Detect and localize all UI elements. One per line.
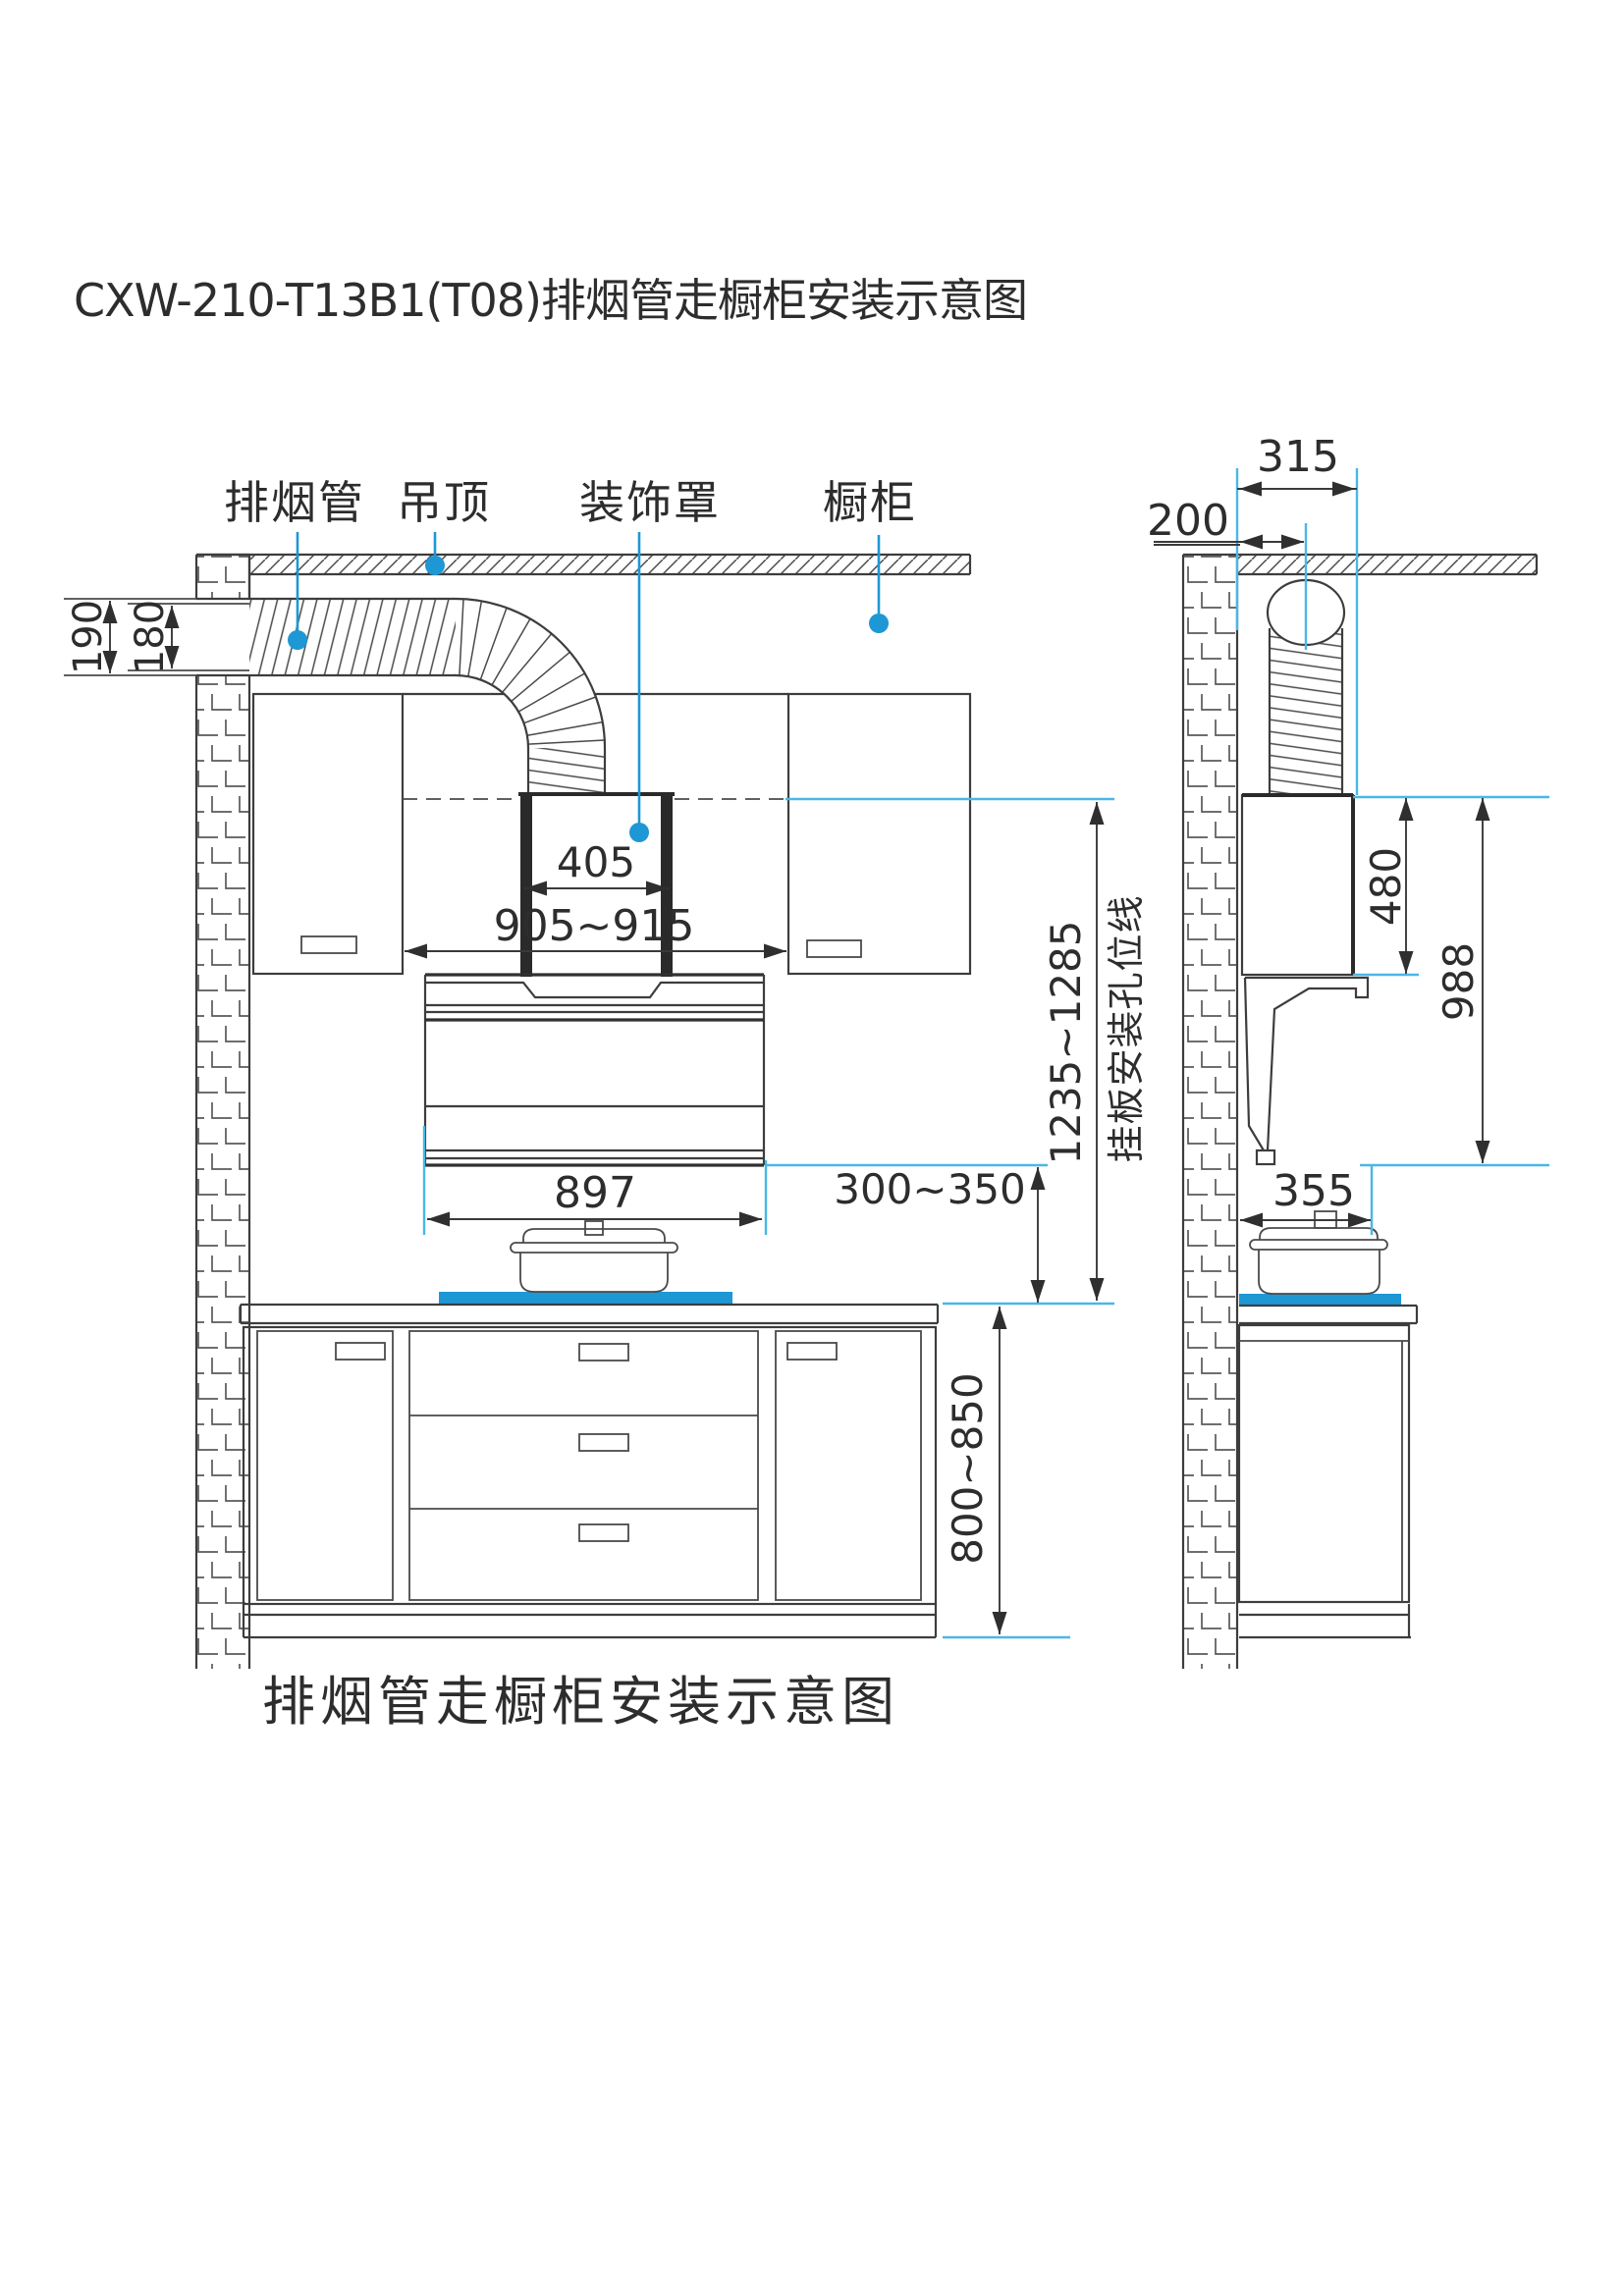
- part-labels: 排烟管 吊顶 装饰罩 橱柜: [224, 476, 917, 842]
- label-cabinet: 橱柜: [823, 476, 917, 529]
- side-pot: [1249, 1210, 1388, 1295]
- arrowhead: [1240, 1212, 1263, 1228]
- door-handle: [335, 1342, 386, 1361]
- arrowhead: [1089, 1278, 1105, 1301]
- arrowhead: [1475, 798, 1490, 821]
- side-ceiling: [1237, 553, 1539, 576]
- front-reference-lines: [422, 1126, 1114, 1639]
- front-countertop: [239, 1303, 940, 1325]
- front-range-hood: [423, 973, 766, 1167]
- arrowhead: [524, 881, 547, 896]
- front-exhaust-duct: [196, 597, 607, 795]
- arrowhead: [405, 943, 427, 959]
- side-exhaust-duct: [1266, 578, 1346, 795]
- dim-355: 355: [1272, 1166, 1355, 1216]
- arrowhead: [1398, 798, 1414, 821]
- front-duct-ext-lines: [64, 598, 249, 676]
- side-countertop: [1239, 1304, 1419, 1325]
- arrowhead: [427, 1211, 450, 1227]
- dim-190: 190: [66, 600, 111, 674]
- base-door-right: [775, 1330, 922, 1601]
- side-wall: [1181, 553, 1239, 1669]
- pot-lid-knob: [584, 1220, 604, 1236]
- dim-200: 200: [1147, 496, 1229, 546]
- dim-405: 405: [557, 838, 635, 886]
- arrowhead: [102, 601, 118, 623]
- front-wall: [194, 553, 251, 1669]
- dim-315: 315: [1257, 432, 1339, 482]
- arrowhead: [739, 1211, 762, 1227]
- arrowhead: [764, 943, 786, 959]
- arrowhead: [992, 1612, 1007, 1634]
- side-range-hood: [1243, 976, 1370, 1166]
- front-cooktop: [439, 1292, 732, 1305]
- front-wall-cabinet-left: [251, 692, 405, 976]
- front-ceiling: [196, 553, 972, 599]
- arrowhead: [1089, 802, 1105, 825]
- arrowhead: [164, 646, 180, 668]
- door-handle: [786, 1342, 838, 1361]
- front-base-cabinet: [242, 1325, 938, 1639]
- label-cover: 装饰罩: [579, 476, 721, 529]
- front-pot: [510, 1220, 678, 1293]
- side-decorative-cover: [1240, 793, 1355, 977]
- leader-dot-cover: [629, 823, 649, 842]
- cabinet-handle: [300, 935, 357, 954]
- arrowhead: [1239, 481, 1262, 497]
- dim-988: 988: [1435, 942, 1483, 1021]
- front-wall-cabinet-right: [786, 692, 972, 976]
- base-drawer-stack: [408, 1330, 759, 1601]
- dim-905-915: 905~915: [494, 901, 695, 951]
- label-duct: 排烟管: [224, 476, 365, 529]
- dim-300-350: 300~350: [834, 1165, 1026, 1213]
- arrowhead: [1281, 534, 1304, 550]
- arrowhead: [1332, 481, 1355, 497]
- side-view: 315 200 480 988 355: [1147, 432, 1549, 1669]
- leader-dot-ceiling: [425, 556, 445, 575]
- dim-800-850: 800~850: [944, 1372, 992, 1565]
- arrowhead: [992, 1307, 1007, 1329]
- label-ceiling: 吊顶: [397, 476, 491, 529]
- hood-foot: [1255, 1148, 1276, 1166]
- drawer-handle: [578, 1523, 629, 1542]
- leader-dot-cabinet: [869, 614, 889, 633]
- figure-caption: 排烟管走橱柜安装示意图: [262, 1671, 899, 1733]
- side-base-cabinet: [1237, 1323, 1411, 1639]
- arrowhead: [1348, 1212, 1371, 1228]
- arrowhead: [102, 651, 118, 673]
- dimension-lines: [109, 488, 1484, 1634]
- cabinet-handle: [806, 939, 862, 958]
- drawer-handle: [578, 1343, 629, 1362]
- base-door-left: [256, 1330, 394, 1601]
- arrowhead: [1030, 1280, 1046, 1303]
- arrowhead: [1398, 951, 1414, 974]
- dim-897: 897: [554, 1168, 636, 1218]
- dim-1235-1285: 1235~1285: [1042, 921, 1090, 1165]
- side-cooktop: [1239, 1294, 1401, 1306]
- front-decorative-cover: [518, 792, 675, 977]
- arrowhead: [1475, 1141, 1490, 1163]
- arrowhead: [1240, 534, 1263, 550]
- leader-dot-duct: [288, 630, 307, 650]
- drawer-handle: [578, 1433, 629, 1452]
- dimension-arrowheads: [102, 481, 1490, 1634]
- page-title: CXW-210-T13B1(T08)排烟管走橱柜安装示意图: [74, 274, 1027, 327]
- front-view: 排烟管 吊顶 装饰罩 橱柜 190 180 405 905~915 897 30…: [64, 476, 1148, 1669]
- dim-480: 480: [1362, 847, 1410, 926]
- note-mount-line: 挂板安装孔位线: [1105, 894, 1148, 1162]
- arrowhead: [164, 606, 180, 628]
- dim-180: 180: [128, 600, 173, 674]
- side-reference-lines: [1235, 468, 1549, 1235]
- arrowhead: [646, 881, 669, 896]
- arrowhead: [1030, 1167, 1046, 1190]
